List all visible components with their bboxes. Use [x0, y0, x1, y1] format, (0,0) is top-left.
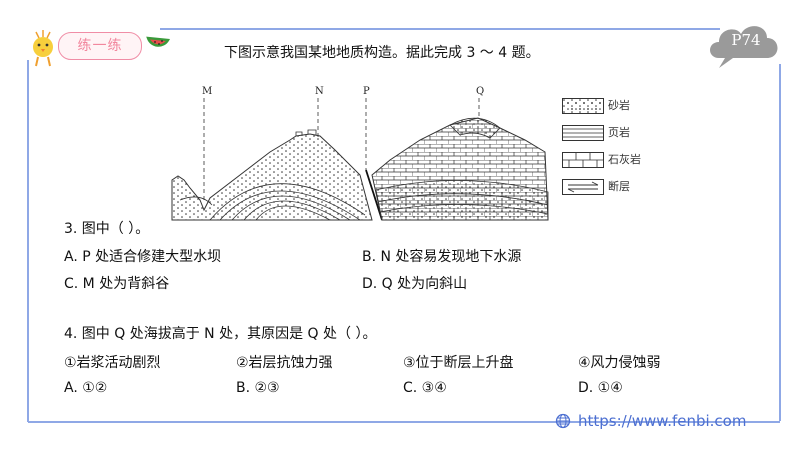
- question-4-statement-4: ④风力侵蚀弱: [578, 355, 661, 371]
- legend-item-fault: 断层: [562, 177, 672, 197]
- frame-left-line: [27, 60, 29, 422]
- question-3-option-d[interactable]: D. Q 处为向斜山: [362, 276, 468, 292]
- footer-url-link[interactable]: https://www.fenbi.com: [578, 412, 747, 430]
- legend-label: 断层: [608, 180, 630, 193]
- question-4-option-c[interactable]: C. ③④: [403, 380, 447, 396]
- question-4-statement-1: ①岩浆活动剧烈: [64, 355, 161, 371]
- question-4-statement-3: ③位于断层上升盘: [403, 355, 514, 371]
- question-4-stem: 4. 图中 Q 处海拔高于 N 处，其原因是 Q 处（ ）。: [64, 326, 377, 342]
- label-p: P: [363, 86, 370, 97]
- frame-bottom-line: [28, 421, 780, 423]
- page-tag-cloud-icon: [710, 26, 778, 68]
- question-4-statement-2: ②岩层抗蚀力强: [236, 355, 333, 371]
- question-4-option-d[interactable]: D. ①④: [578, 380, 623, 396]
- label-q: Q: [476, 86, 484, 97]
- legend-label: 砂岩: [608, 99, 630, 112]
- legend-label: 石灰岩: [608, 153, 641, 166]
- shale-swatch-icon: [562, 125, 604, 141]
- label-m: M: [202, 86, 212, 97]
- legend-item-sandstone: 砂岩: [562, 96, 672, 116]
- legend-label: 页岩: [608, 126, 630, 139]
- geology-cross-section-diagram: M N P Q: [171, 86, 549, 221]
- page-tag: P74: [731, 31, 761, 49]
- question-intro: 下图示意我国某地地质构造。据此完成 3 ～ 4 题。: [224, 45, 540, 61]
- globe-icon: [555, 413, 571, 429]
- question-3-option-b[interactable]: B. N 处容易发现地下水源: [362, 249, 522, 265]
- question-3-stem: 3. 图中（ ）。: [64, 221, 150, 237]
- legend-item-limestone: 石灰岩: [562, 150, 672, 170]
- legend-item-shale: 页岩: [562, 123, 672, 143]
- question-4-option-b[interactable]: B. ②③: [236, 380, 280, 396]
- label-n: N: [315, 86, 324, 97]
- practice-badge-label: 练一练: [77, 38, 123, 54]
- question-3-option-c[interactable]: C. M 处为背斜谷: [64, 276, 170, 292]
- watermelon-icon: [146, 36, 170, 47]
- chick-mascot-icon: [33, 30, 53, 67]
- question-4-option-a[interactable]: A. ①②: [64, 380, 108, 396]
- frame-top-line: [160, 28, 720, 30]
- question-3-option-a[interactable]: A. P 处适合修建大型水坝: [64, 249, 222, 265]
- limestone-swatch-icon: [562, 152, 604, 168]
- practice-badge: 练一练: [58, 32, 142, 60]
- frame-right-line: [779, 64, 781, 421]
- sandstone-swatch-icon: [562, 98, 604, 114]
- fault-swatch-icon: [562, 179, 604, 195]
